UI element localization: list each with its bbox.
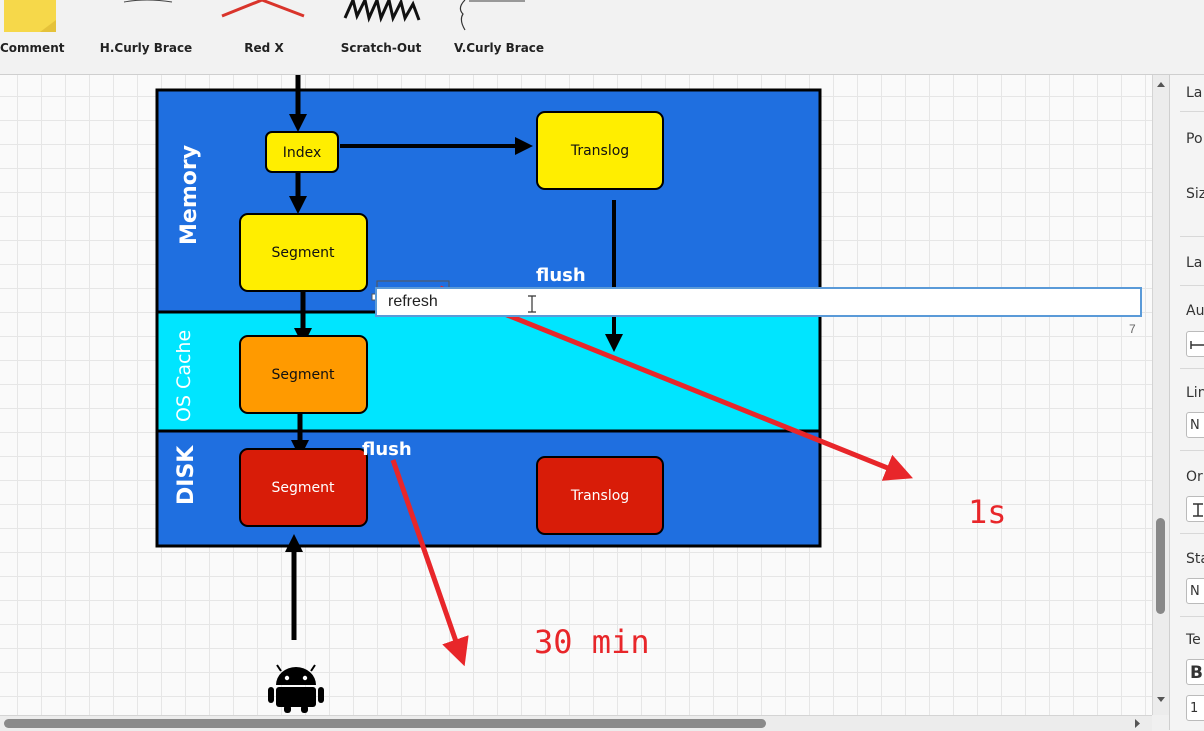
orientation-toggle[interactable] (1186, 496, 1204, 522)
translog-disk-label: Translog (570, 488, 629, 504)
scroll-up-arrow-icon[interactable] (1153, 77, 1169, 91)
segment-cache-label: Segment (272, 367, 336, 383)
vertical-scroll-thumb[interactable] (1156, 518, 1165, 614)
segment-cache-box[interactable] (239, 335, 368, 414)
red-arrow-30min (390, 459, 469, 667)
translog-memory-box[interactable] (536, 111, 664, 190)
os-cache-label: OS Cache (173, 330, 195, 422)
divider (1180, 368, 1204, 369)
vertical-scrollbar[interactable] (1152, 75, 1169, 715)
diagram: Memory OS Cache DISK Index Translog Segm… (155, 75, 1007, 713)
v-curly-brace-icon (459, 0, 525, 31)
index-box[interactable] (265, 131, 339, 173)
properties-panel: La Po Siz La Au Lin N Or Sta N Te B 1 (1169, 75, 1204, 730)
font-size-field[interactable]: 1 (1186, 695, 1204, 721)
text-edit-field[interactable]: refresh (375, 287, 1142, 317)
sticky-note-icon (4, 0, 56, 32)
horizontal-scroll-thumb[interactable] (4, 719, 766, 728)
disk-label: DISK (174, 445, 199, 505)
scroll-right-arrow-icon[interactable] (1131, 716, 1145, 731)
panel-label: Te (1186, 632, 1201, 648)
orientation-icon (1193, 503, 1203, 517)
bold-button[interactable]: B (1186, 659, 1204, 685)
panel-label: Lin (1186, 385, 1204, 401)
red-x-icon (221, 0, 305, 18)
shape-h-curly-brace[interactable]: H.Curly Brace (96, 0, 196, 74)
divider (1180, 285, 1204, 286)
panel-label: La (1186, 255, 1203, 271)
text-cursor-icon (528, 295, 536, 313)
panel-label: Or (1186, 469, 1203, 485)
auto-size-toggle[interactable] (1186, 331, 1204, 357)
index-box-label: Index (283, 145, 322, 161)
shape-label: Red X (244, 41, 284, 55)
h-curly-brace-icon (123, 0, 173, 3)
panel-label: Sta (1186, 551, 1204, 567)
shape-label: Scratch-Out (340, 41, 422, 55)
shape-label: H.Curly Brace (99, 41, 193, 55)
drawing-canvas[interactable]: Memory OS Cache DISK Index Translog Segm… (0, 75, 1152, 715)
annotation-1s: 1s (968, 493, 1007, 531)
shape-v-curly-brace[interactable]: V.Curly Brace (449, 0, 549, 74)
scratch-out-icon (343, 0, 421, 23)
horizontal-resize-icon (1190, 341, 1204, 349)
segment-disk-label: Segment (272, 480, 336, 496)
panel-label: Siz (1186, 186, 1204, 202)
style-select[interactable]: N (1186, 578, 1204, 604)
divider (1180, 450, 1204, 451)
shape-label: Comment (0, 41, 65, 55)
shape-red-x[interactable]: Red X (214, 0, 314, 74)
panel-label: Au (1186, 303, 1204, 319)
memory-label: Memory (177, 145, 202, 245)
scroll-down-arrow-icon[interactable] (1153, 693, 1169, 707)
panel-label: La (1186, 85, 1203, 101)
segment-disk-box[interactable] (239, 448, 368, 527)
shape-comment[interactable]: Comment (0, 0, 65, 74)
segment-memory-box[interactable] (239, 213, 368, 292)
divider (1180, 236, 1204, 237)
shape-scratch-out[interactable]: Scratch-Out (331, 0, 431, 74)
line-select[interactable]: N (1186, 412, 1204, 438)
flush-label-top: flush (536, 265, 586, 286)
divider (1180, 616, 1204, 617)
red-arrow-1s (439, 285, 913, 481)
char-count: 7 (1129, 322, 1136, 336)
divider (1180, 533, 1204, 534)
annotation-30min: 30 min (534, 623, 650, 661)
translog-memory-label: Translog (570, 143, 629, 159)
shape-toolbar: Comment H.Curly Brace Red X Scratch-Out … (0, 0, 1204, 75)
android-icon[interactable] (268, 664, 324, 713)
translog-disk-box[interactable] (536, 456, 664, 535)
panel-label: Po (1186, 131, 1203, 147)
divider (1180, 111, 1204, 112)
text-edit-value[interactable]: refresh (388, 293, 438, 310)
segment-memory-label: Segment (272, 245, 336, 261)
flush-label-bottom: flush (362, 439, 412, 460)
shape-label: V.Curly Brace (453, 41, 545, 55)
horizontal-scrollbar[interactable] (0, 715, 1152, 731)
